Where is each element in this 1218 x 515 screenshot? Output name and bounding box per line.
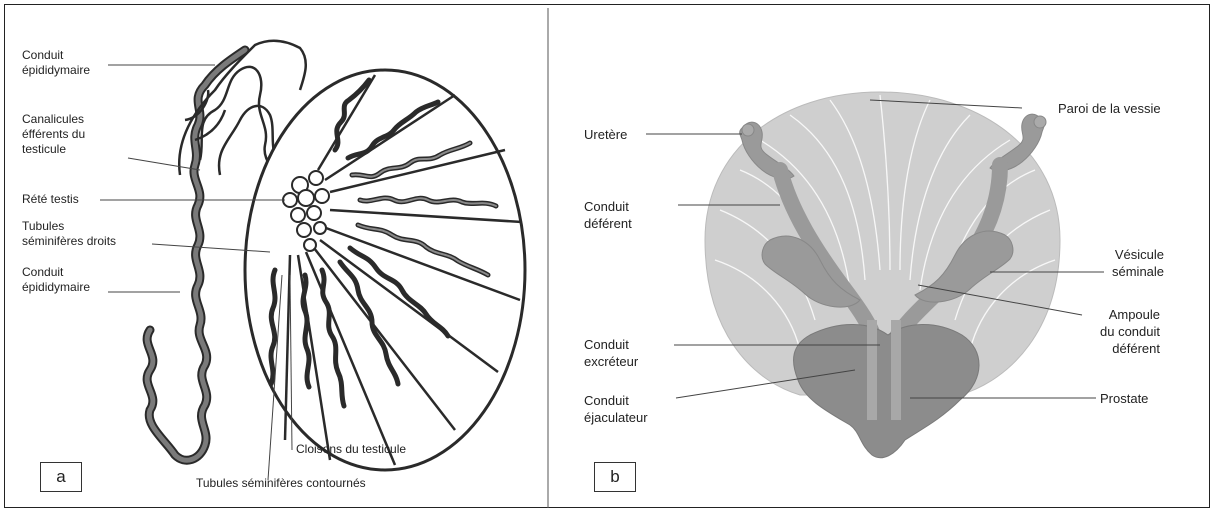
- label-tubules-seminiferes-droits: Tubules séminifères droits: [22, 219, 116, 249]
- panel-a-tag: a: [40, 462, 82, 492]
- label-rete-testis: Rété testis: [22, 192, 79, 207]
- prostate: [794, 324, 979, 457]
- label-paroi-vessie: Paroi de la vessie: [1058, 100, 1161, 117]
- label-uretere: Uretère: [584, 126, 627, 143]
- label-conduit-ejaculateur: Conduit éjaculateur: [584, 392, 648, 426]
- label-ampoule-conduit-deferent: Ampoule du conduit déférent: [1100, 306, 1160, 357]
- label-conduit-excreteur: Conduit excréteur: [584, 336, 638, 370]
- label-conduit-deferent: Conduit déférent: [584, 198, 632, 232]
- label-canalicules-efferents: Canalicules éfférents du testicule: [22, 112, 85, 157]
- label-cloisons-testicule: Cloisons du testicule: [296, 442, 406, 457]
- label-vesicule-seminale: Vésicule séminale: [1112, 246, 1164, 280]
- label-tubules-contournes: Tubules séminifères contournés: [196, 476, 366, 491]
- panel-b-tag: b: [594, 462, 636, 492]
- label-conduit-epididymaire-bottom: Conduit épididymaire: [22, 265, 90, 295]
- label-conduit-epididymaire-top: Conduit épididymaire: [22, 48, 90, 78]
- label-prostate: Prostate: [1100, 390, 1148, 407]
